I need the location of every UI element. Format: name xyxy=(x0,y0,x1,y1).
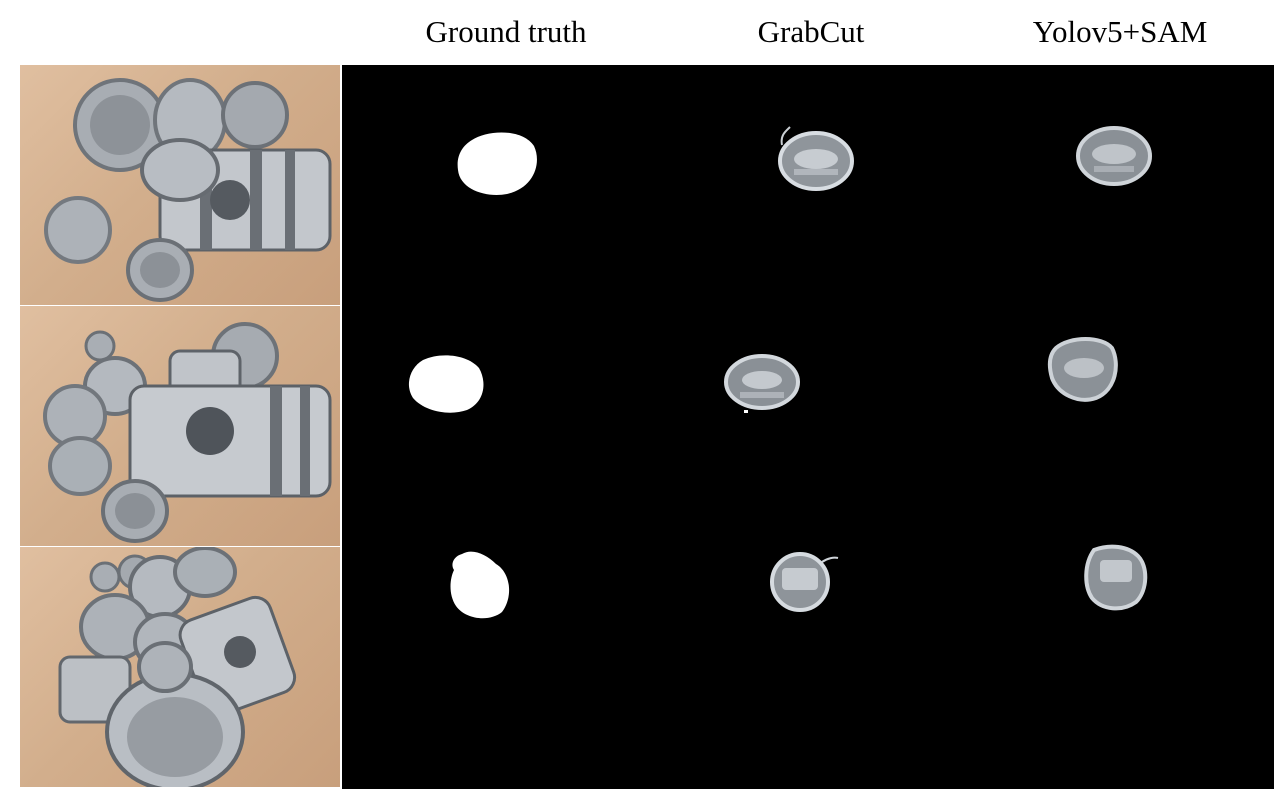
header-ground-truth: Ground truth xyxy=(425,14,587,49)
input-photo-row-1 xyxy=(20,65,340,305)
ground-truth-mask-row-3 xyxy=(450,551,510,619)
sam-segmentation-row-1 xyxy=(1076,126,1152,186)
sam-segmentation-row-3 xyxy=(1084,544,1148,611)
header-grabcut: GrabCut xyxy=(757,14,865,49)
header-yolov5-sam: Yolov5+SAM xyxy=(1032,14,1208,49)
grabcut-segmentation-row-3 xyxy=(770,552,839,612)
pistons-image-1 xyxy=(44,78,332,302)
input-photo-row-2 xyxy=(20,306,340,546)
pistons-image-2 xyxy=(43,322,332,543)
ground-truth-mask-row-2 xyxy=(408,355,484,413)
grabcut-segmentation-row-1 xyxy=(778,126,854,191)
pistons-image-3 xyxy=(58,547,297,787)
sam-segmentation-row-2 xyxy=(1047,337,1118,402)
grabcut-segmentation-row-2 xyxy=(724,354,800,413)
input-photo-row-3 xyxy=(20,547,340,787)
ground-truth-mask-row-1 xyxy=(457,132,537,195)
